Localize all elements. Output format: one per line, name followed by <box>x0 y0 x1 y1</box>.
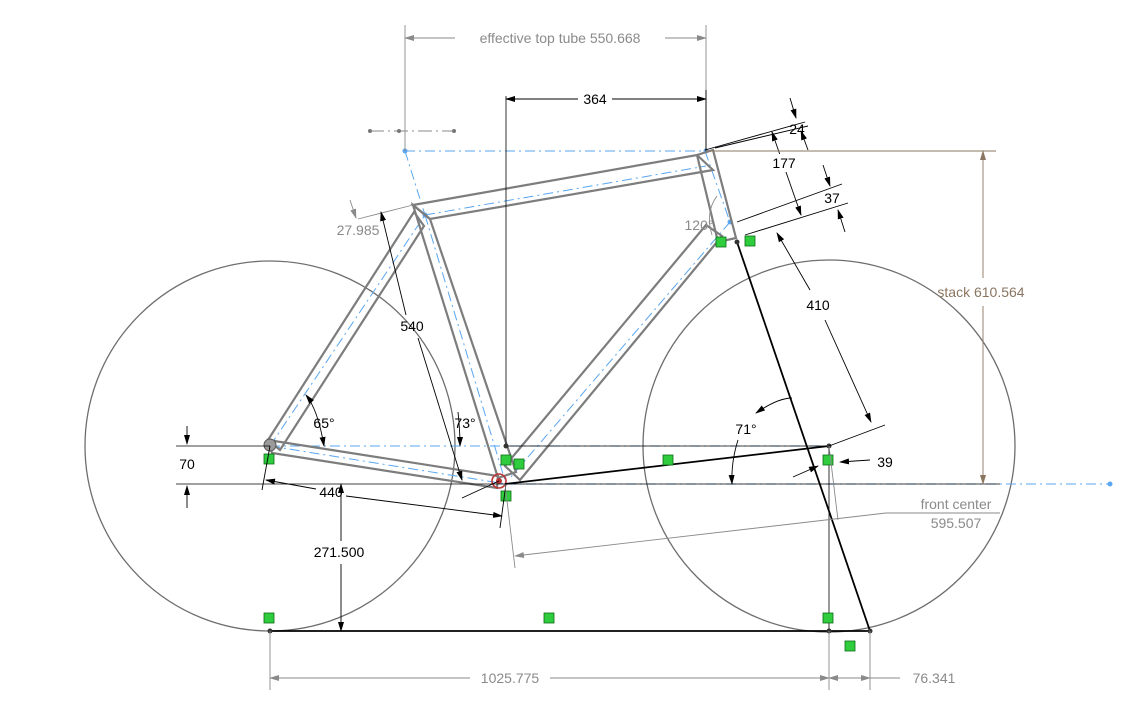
relation-marker[interactable] <box>662 454 674 466</box>
dim-reach[interactable]: 364 <box>505 90 707 151</box>
dim-seat-tube-top-label[interactable]: 27.985 <box>337 222 380 238</box>
relation-marker[interactable] <box>263 612 275 624</box>
dim-head-angle-label[interactable]: 120° <box>685 217 714 233</box>
seat-tube[interactable] <box>410 201 518 480</box>
dim-wheelbase[interactable]: 1025.775 <box>269 631 871 690</box>
dim-head-offset-label[interactable]: 24 <box>789 121 805 137</box>
down-tube[interactable] <box>503 223 724 482</box>
dim-bb-height[interactable]: 271.500 <box>314 483 365 632</box>
relation-marker[interactable] <box>263 453 275 465</box>
dim-seat-stay-angle[interactable]: 65° <box>305 394 335 447</box>
bottom-bracket-point[interactable] <box>491 473 507 489</box>
dim-head-tube-length[interactable]: 177 <box>770 131 802 216</box>
top-tube[interactable] <box>410 153 716 221</box>
relation-marker[interactable] <box>822 612 834 624</box>
dim-head-tube-length-label[interactable]: 177 <box>772 155 796 171</box>
dim-effective-top-tube[interactable]: effective top tube 550.668 <box>404 25 707 151</box>
dim-front-center[interactable]: front center 595.507 <box>504 445 1000 569</box>
dim-trail[interactable]: 76.341 <box>828 670 956 686</box>
dim-trail-label[interactable]: 76.341 <box>913 670 956 686</box>
geometry-lines[interactable] <box>176 96 1000 634</box>
relation-marker[interactable] <box>543 612 555 624</box>
dim-fork-offset-label[interactable]: 39 <box>877 454 893 470</box>
dim-chainstay-label[interactable]: 440 <box>319 484 343 500</box>
dim-stack[interactable]: stack 610.564 <box>706 150 1025 485</box>
dim-seat-tube-length[interactable]: 540 <box>380 211 500 499</box>
dim-head-tube-angle[interactable]: 71° <box>728 397 793 485</box>
relation-markers[interactable] <box>263 235 856 652</box>
dim-head-angle[interactable]: 120° <box>685 195 718 236</box>
dim-stack-label[interactable]: stack 610.564 <box>937 284 1024 300</box>
dim-front-center-label-2[interactable]: 595.507 <box>931 515 982 531</box>
dim-bb-drop-label[interactable]: 70 <box>179 456 195 472</box>
head-tube[interactable] <box>695 148 738 244</box>
dim-chainstay[interactable]: 440 <box>261 445 507 529</box>
relation-marker[interactable] <box>744 235 756 247</box>
relation-marker[interactable] <box>513 458 525 470</box>
relation-marker[interactable] <box>822 454 834 466</box>
relation-marker[interactable] <box>500 454 512 466</box>
relation-marker[interactable] <box>844 640 856 652</box>
dim-effective-top-tube-label[interactable]: effective top tube 550.668 <box>480 30 641 46</box>
dim-front-center-label-1[interactable]: front center <box>921 496 992 512</box>
dim-head-offset[interactable]: 24 <box>704 97 809 151</box>
dim-seat-tube-angle[interactable]: 73° <box>454 411 476 447</box>
dim-bb-drop[interactable]: 70 <box>179 426 195 508</box>
dim-fork-offset[interactable]: 39 <box>792 454 893 478</box>
dim-fork-length-label[interactable]: 410 <box>806 297 830 313</box>
dim-wheelbase-label[interactable]: 1025.775 <box>481 670 540 686</box>
relation-marker[interactable] <box>715 236 727 248</box>
frame-tubes[interactable] <box>263 148 738 490</box>
dim-seat-tube-length-label[interactable]: 540 <box>400 318 424 334</box>
seat-handle[interactable] <box>368 129 456 133</box>
dim-fork-length[interactable]: 410 <box>776 232 886 447</box>
dim-reach-label[interactable]: 364 <box>583 91 607 107</box>
steering-axis-line[interactable] <box>736 241 871 632</box>
rear-dropout-point[interactable] <box>263 438 277 452</box>
construction-lines <box>269 148 1113 487</box>
dim-seat-stay-angle-label[interactable]: 65° <box>313 415 334 431</box>
dim-seat-tube-angle-label[interactable]: 73° <box>454 415 475 431</box>
dim-head-tube-angle-label[interactable]: 71° <box>735 421 756 437</box>
dim-bb-height-label[interactable]: 271.500 <box>314 544 365 560</box>
dim-head-tube-diameter[interactable]: 37 <box>736 164 849 236</box>
dim-head-tube-diameter-label[interactable]: 37 <box>824 190 840 206</box>
